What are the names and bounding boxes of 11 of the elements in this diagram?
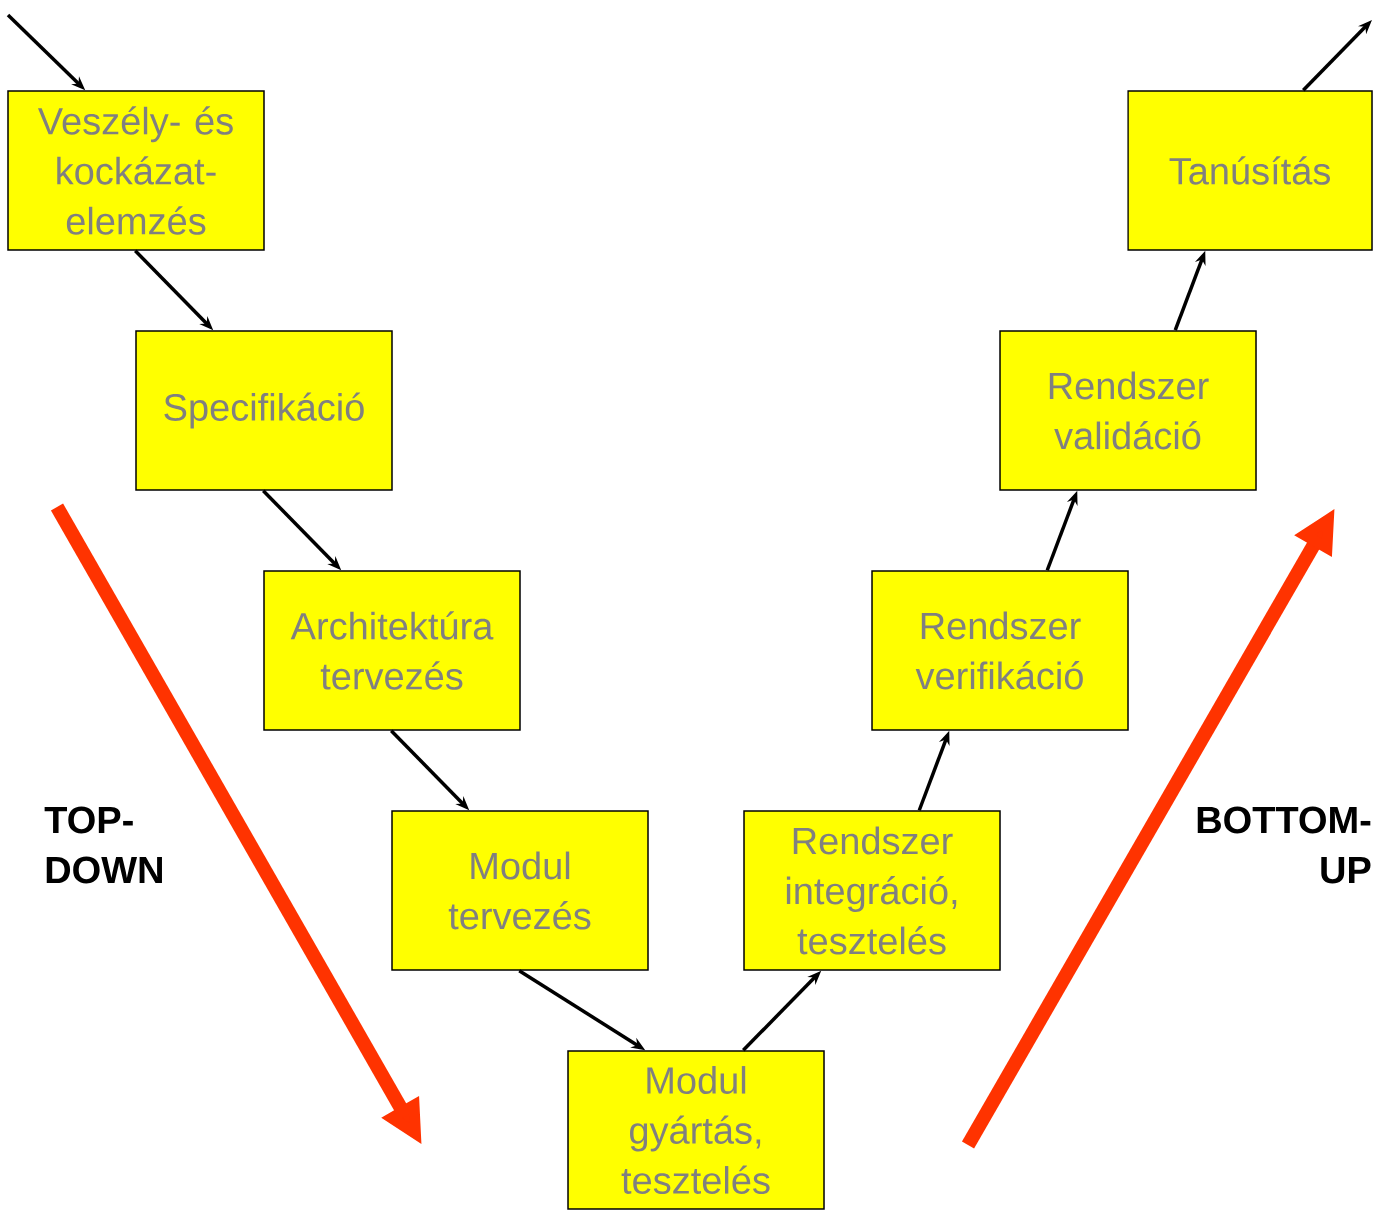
process-box: Tanúsítás [1127, 90, 1373, 251]
process-box: Veszély- és kockázat-elemzés [7, 90, 265, 251]
process-box: Rendszer verifikáció [871, 570, 1129, 731]
process-box: Rendszer integráció, tesztelés [743, 810, 1001, 971]
process-box: Architektúra tervezés [263, 570, 521, 731]
process-box: Modul tervezés [391, 810, 649, 971]
direction-label: BOTTOM-UP [1197, 806, 1371, 884]
process-box: Rendszer validáció [999, 330, 1257, 491]
process-box: Specifikáció [135, 330, 393, 491]
process-box: Modul gyártás, tesztelés [567, 1050, 825, 1210]
direction-label: TOP-DOWN [44, 806, 162, 884]
